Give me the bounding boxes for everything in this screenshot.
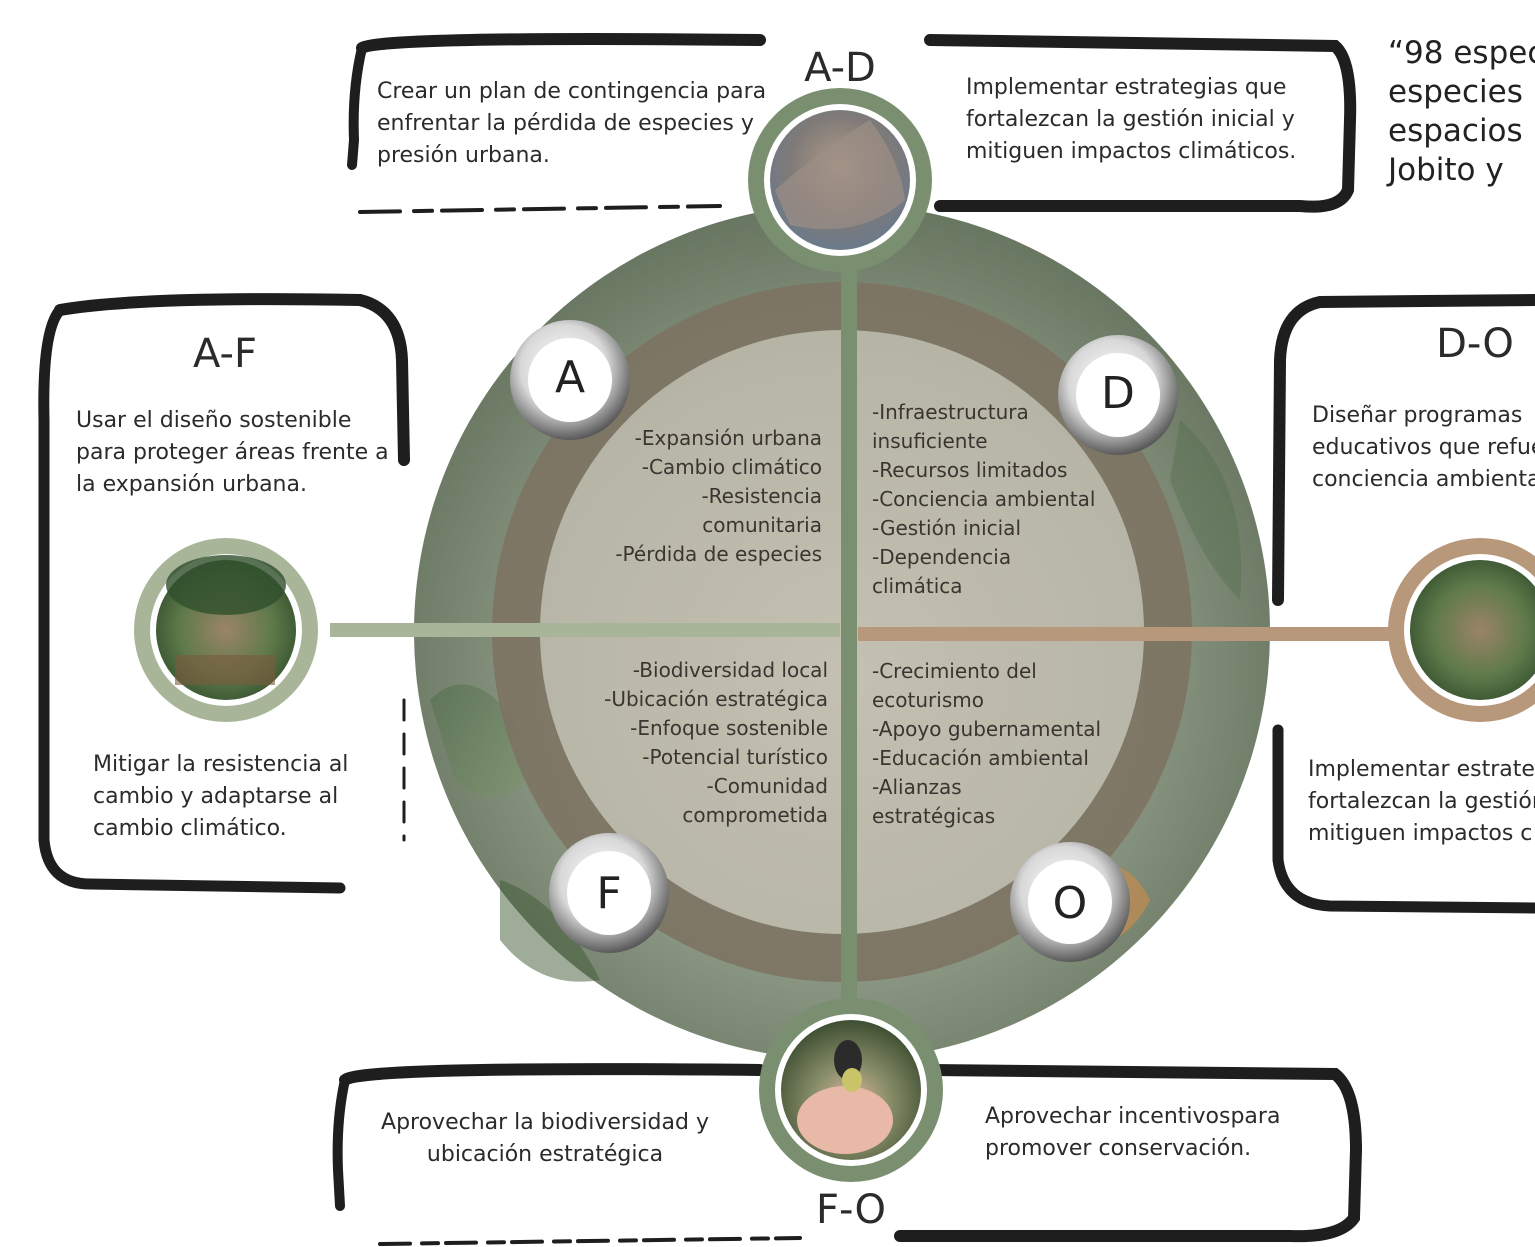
text-line: mitiguen impactos climáticos. [966, 139, 1297, 164]
list-item: -Apoyo gubernamental [872, 717, 1102, 741]
list-item: -Infraestructura [872, 400, 1029, 424]
list-item: -Biodiversidad local [632, 658, 828, 682]
list-item: -Enfoque sostenible [630, 716, 828, 740]
list-item: estratégicas [872, 804, 996, 828]
text-line: promover conservación. [985, 1136, 1252, 1161]
quadrant-a-list: -Expansión urbana -Cambio climático -Res… [560, 424, 822, 569]
list-item: -Gestión inicial [872, 516, 1021, 540]
list-item: -Potencial turístico [642, 745, 828, 769]
box-title-ad: A-D [804, 45, 876, 91]
fo-left-text: Aprovechar la biodiversidad y ubicación … [370, 1107, 720, 1171]
list-item: ecoturismo [872, 688, 984, 712]
text-line: la expansión urbana. [76, 472, 307, 497]
text-line: para proteger áreas frente a [76, 440, 389, 465]
quote-line: espacios [1388, 113, 1523, 149]
list-item: -Educación ambiental [872, 746, 1089, 770]
badge-letter-f: F [596, 868, 622, 919]
brush-frames [38, 33, 1535, 1246]
box-title-af: A-F [193, 331, 257, 377]
list-item: comprometida [682, 803, 828, 827]
list-item: -Crecimiento del [872, 659, 1037, 683]
fo-right-text: Aprovechar incentivospara promover conse… [985, 1101, 1325, 1165]
list-item: -Resistencia [701, 484, 822, 508]
text-line: mitiguen impactos c [1308, 821, 1533, 846]
box-title-do: D-O [1436, 321, 1514, 367]
do-bottom-text: Implementar estrate fortalezcan la gesti… [1308, 754, 1535, 850]
badge-letter-a: A [554, 352, 586, 403]
text-line: Aprovechar la biodiversidad y [381, 1110, 709, 1135]
quote-line: Jobito y [1388, 152, 1504, 188]
text-line: enfrentar la pérdida de especies y [377, 111, 754, 136]
quote-line: especies [1388, 74, 1523, 110]
text-line: Implementar estrate [1308, 757, 1535, 782]
list-item: -Alianzas [872, 775, 962, 799]
text-line: cambio climático. [93, 816, 287, 841]
list-item: -Comunidad [706, 774, 828, 798]
text-line: Mitigar la resistencia al [93, 752, 349, 777]
text-line: conciencia ambienta [1312, 467, 1535, 492]
list-item: climática [872, 574, 963, 598]
text-line: educativos que refue [1312, 435, 1535, 460]
list-item: -Conciencia ambiental [872, 487, 1096, 511]
text-line: cambio y adaptarse al [93, 784, 339, 809]
photo-bottom [759, 998, 943, 1182]
text-line: fortalezcan la gestión [1308, 789, 1535, 814]
photo-top [748, 88, 932, 272]
list-item: -Dependencia [872, 545, 1012, 569]
list-item: insuficiente [872, 429, 988, 453]
badges [510, 320, 1178, 962]
list-item: -Expansión urbana [634, 426, 822, 450]
text-line: Implementar estrategias que [966, 75, 1287, 100]
do-top-text: Diseñar programas educativos que refue c… [1312, 400, 1535, 496]
list-item: -Ubicación estratégica [604, 687, 828, 711]
list-item: -Pérdida de especies [615, 542, 822, 566]
text-line: ubicación estratégica [426, 1142, 664, 1167]
af-bottom-text: Mitigar la resistencia al cambio y adapt… [93, 749, 393, 845]
quote-text: “98 espec especies espacios Jobito y [1388, 34, 1535, 190]
list-item: comunitaria [702, 513, 822, 537]
ad-right-text: Implementar estrategias que fortalezcan … [966, 72, 1326, 168]
quadrant-f-list: -Biodiversidad local -Ubicación estratég… [560, 656, 828, 830]
text-line: Crear un plan de contingencia para [377, 79, 767, 104]
ad-left-text: Crear un plan de contingencia para enfre… [377, 76, 767, 172]
photo-left [134, 538, 318, 722]
list-item: -Recursos limitados [872, 458, 1068, 482]
list-item: -Cambio climático [641, 455, 822, 479]
text-line: Usar el diseño sostenible [76, 408, 352, 433]
text-line: fortalezcan la gestión inicial y [966, 107, 1295, 132]
text-line: Diseñar programas [1312, 403, 1523, 428]
text-line: Aprovechar incentivospara [985, 1104, 1281, 1129]
badge-letter-o: O [1052, 878, 1088, 929]
badge-letter-d: D [1101, 368, 1135, 419]
photo-right [1388, 538, 1535, 722]
af-top-text: Usar el diseño sostenible para proteger … [76, 405, 396, 501]
box-title-fo: F-O [815, 1187, 887, 1233]
quadrant-d-list: -Infraestructura insuficiente -Recursos … [872, 398, 1122, 601]
text-line: presión urbana. [377, 143, 550, 168]
quote-line: “98 espec [1388, 35, 1535, 71]
quadrant-o-list: -Crecimiento del ecoturismo -Apoyo guber… [872, 657, 1132, 831]
